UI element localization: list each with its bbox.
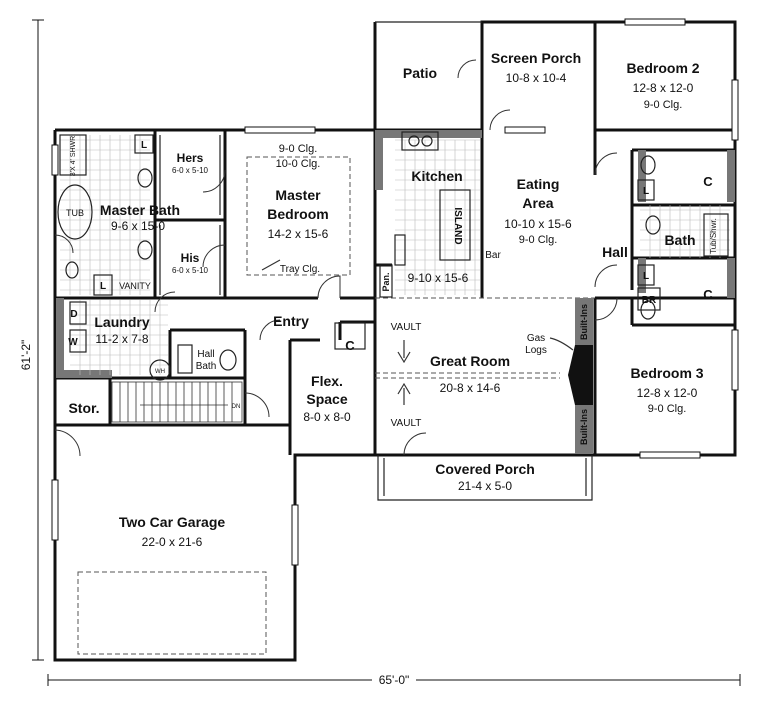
pantry-label: Pan.	[381, 272, 391, 291]
washer-label: W	[68, 337, 78, 348]
master-bedroom-name1: Master	[275, 187, 321, 203]
laundry-size: 11-2 x 7-8	[95, 332, 148, 346]
gas-logs-label2: Logs	[525, 345, 547, 356]
bedroom3-name: Bedroom 3	[630, 365, 703, 381]
master-bath-name: Master Bath	[100, 202, 180, 218]
master-bath-shower: 3'X 4' SHWR	[70, 136, 77, 176]
master-bath-vanity: VANITY	[119, 281, 151, 291]
dimension-lines	[32, 19, 741, 686]
bedroom3-size: 12-8 x 12-0	[637, 386, 698, 400]
fixtures	[57, 131, 729, 381]
garage-name: Two Car Garage	[119, 514, 226, 530]
hers-closet-name: Hers	[177, 151, 204, 165]
entry-closet-label: C	[345, 338, 355, 353]
depth-dimension: 61'-2"	[19, 340, 33, 371]
flex-space-size: 8-0 x 8-0	[303, 410, 351, 424]
hers-closet-size: 6-0 x 5-10	[172, 166, 209, 175]
master-bedroom-ceiling1: 9-0 Clg.	[279, 143, 318, 155]
screen-porch-name: Screen Porch	[491, 50, 581, 66]
open-boundaries	[77, 156, 595, 655]
flex-space-name2: Space	[306, 391, 347, 407]
master-bath-size: 9-6 x 15-0	[111, 219, 165, 233]
tray-ceiling-label: Tray Clg.	[280, 264, 320, 275]
water-heater-label: WH	[155, 369, 165, 375]
width-dimension: 65'-0"	[379, 673, 410, 687]
master-bedroom-size: 14-2 x 15-6	[268, 227, 329, 241]
screen-porch-size: 10-8 x 10-4	[506, 71, 567, 85]
stairs	[111, 381, 243, 423]
windows	[51, 18, 739, 566]
exterior-walls	[53, 20, 737, 662]
entry-name: Entry	[273, 313, 309, 329]
tile-patterns	[60, 135, 730, 375]
bath-name: Bath	[664, 232, 695, 248]
bath-br-label: BR	[642, 295, 657, 306]
built-ins-lower: Built-Ins	[579, 409, 589, 445]
closet-shelves	[159, 135, 221, 295]
his-closet-name: His	[181, 251, 200, 265]
flex-space-name1: Flex.	[311, 373, 343, 389]
kitchen-size: 9-10 x 15-6	[408, 271, 469, 285]
his-closet-size: 6-0 x 5-10	[172, 266, 209, 275]
covered-porch-size: 21-4 x 5-0	[458, 479, 512, 493]
stairs-dn-label: DN	[232, 404, 241, 410]
great-room-size: 20-8 x 14-6	[440, 381, 501, 395]
closet-label-1: C	[703, 174, 713, 189]
island-label: ISLAND	[452, 207, 463, 244]
covered-porch-name: Covered Porch	[435, 461, 535, 477]
shaded-walls	[56, 130, 735, 454]
master-bath-linen: L	[141, 140, 147, 151]
great-room-name: Great Room	[430, 353, 510, 369]
bath-tub-label: Tub/Shwr.	[709, 218, 718, 254]
gas-logs-label1: Gas	[527, 333, 545, 344]
eating-area-size: 10-10 x 15-6	[504, 217, 572, 231]
room-labels: Patio Screen Porch 10-8 x 10-4 Bedroom 2…	[66, 50, 718, 549]
storage-name: Stor.	[68, 400, 99, 416]
hall-bath-name2: Bath	[196, 361, 217, 372]
eating-area-name1: Eating	[517, 176, 560, 192]
bedroom2-size: 12-8 x 12-0	[633, 81, 694, 95]
bedroom2-ceiling: 9-0 Clg.	[644, 99, 683, 111]
bedroom2-name: Bedroom 2	[626, 60, 699, 76]
doors	[54, 59, 618, 457]
master-bedroom-ceiling2: 10-0 Clg.	[276, 158, 321, 170]
interior-walls	[55, 130, 735, 455]
garage-size: 22-0 x 21-6	[142, 535, 203, 549]
hall-bath-name1: Hall	[197, 349, 214, 360]
bar-label: Bar	[485, 250, 501, 261]
master-bath-tub: TUB	[66, 208, 84, 218]
eating-area-name2: Area	[522, 195, 553, 211]
laundry-name: Laundry	[94, 314, 149, 330]
dryer-label: D	[70, 309, 77, 320]
bath-linen-2: L	[643, 271, 649, 282]
master-bedroom-name2: Bedroom	[267, 206, 328, 222]
vault-label-bottom: VAULT	[391, 418, 422, 429]
vault-arrows	[261, 259, 574, 405]
master-bath-linen-2: L	[100, 281, 106, 292]
vault-label-top: VAULT	[391, 322, 422, 333]
bedroom3-ceiling: 9-0 Clg.	[648, 403, 687, 415]
patio-name: Patio	[403, 65, 437, 81]
hall-name: Hall	[602, 244, 628, 260]
bath-linen-1: L	[643, 186, 649, 197]
kitchen-name: Kitchen	[411, 168, 462, 184]
closet-label-2: C	[703, 287, 713, 302]
covered-porch-outline	[377, 455, 593, 501]
eating-area-ceiling: 9-0 Clg.	[519, 234, 558, 246]
built-ins-upper: Built-Ins	[579, 304, 589, 340]
